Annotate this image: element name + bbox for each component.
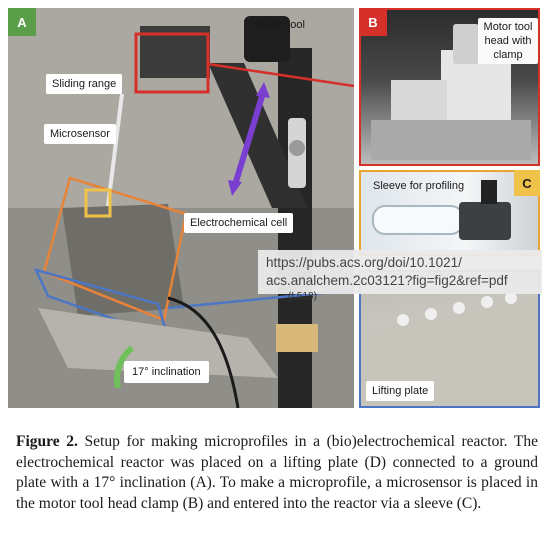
panel-a-tag: A [8, 8, 36, 36]
sleeve-closeup [372, 180, 511, 240]
url-line-1[interactable]: https://pubs.acs.org/doi/10.1021/ [266, 255, 462, 270]
lifting-plate-label: Lifting plate [366, 381, 435, 401]
motor-tool-knob [244, 16, 290, 62]
sliding-range-arrow [231, 89, 267, 189]
sleeve-label: Sleeve for profiling [373, 180, 465, 192]
sliding-arrow-head-top [256, 82, 270, 98]
motor-head-highlight [134, 32, 210, 94]
electrochemical-cell-label: Electrochemical cell [184, 213, 294, 233]
lifting-plate-closeup [361, 292, 538, 406]
inclination-label: 17° inclination [124, 361, 209, 383]
url-line-2[interactable]: acs.analchem.2c03121?fig=fig2&ref=pdf [266, 273, 508, 288]
motor-rail [208, 63, 308, 208]
clamp-jaw [391, 80, 447, 124]
sleeve-highlight [84, 188, 112, 218]
clamp-bolt [289, 140, 305, 156]
bolt-5 [505, 292, 517, 304]
connector-to-panel-b [207, 62, 354, 88]
sliding-range-label: Sliding range [46, 74, 123, 94]
caption-figure-label: Figure 2. [16, 433, 78, 450]
figure-caption: Figure 2. Setup for making microprofiles… [16, 432, 538, 514]
motor-head-closeup [371, 24, 531, 160]
panel-c-tag: C [514, 170, 540, 196]
microsensor-label: Microsensor [44, 124, 116, 144]
base-mount [371, 120, 531, 160]
sleeve-connector [481, 180, 497, 204]
panel-a-photo [8, 8, 354, 408]
sleeve-fitting [459, 202, 511, 240]
ground-plate [38, 308, 278, 378]
setup-photo-illustration [8, 8, 354, 408]
fragment-label: (L518) [288, 291, 317, 302]
bolt-2 [425, 308, 437, 320]
bolt-1 [397, 314, 409, 326]
caption-text: Setup for making microprofiles in a (bio… [16, 433, 538, 512]
motor-tool-label: Motor tool [256, 19, 305, 31]
bolt-4 [481, 296, 493, 308]
panel-b-tag: B [359, 8, 387, 36]
sliding-arrow-head-bottom [228, 180, 242, 196]
bolt-3 [453, 302, 465, 314]
url-overlay[interactable]: https://pubs.acs.org/doi/10.1021/ acs.an… [258, 250, 542, 294]
glass-sleeve [372, 205, 464, 235]
wooden-block [276, 324, 318, 352]
plate-surface [361, 292, 538, 406]
electrochemical-cell-body [62, 204, 184, 316]
inclination-arc [114, 345, 134, 389]
micrometer-knob [453, 24, 479, 64]
motor-tool-head-label: Motor tool head with clamp [478, 18, 538, 64]
microsensor-needle [106, 93, 124, 207]
cable [167, 296, 240, 408]
